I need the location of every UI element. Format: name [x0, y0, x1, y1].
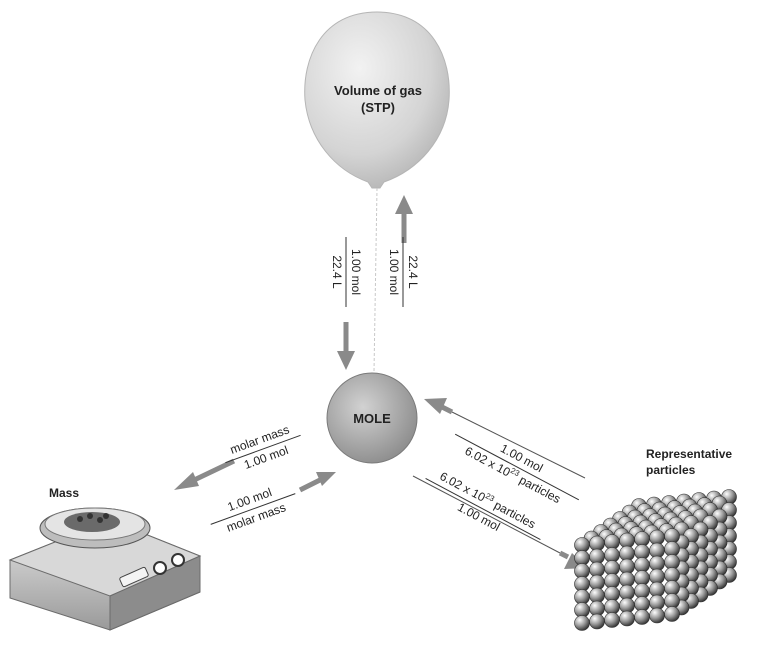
mole-to-mass-arrow: [174, 458, 236, 490]
balloon-label-line1: Volume of gas: [334, 83, 422, 98]
balloon-label-line2: (STP): [361, 100, 395, 115]
mass-to-mole-factor: 1.00 mol molar mass: [210, 485, 296, 535]
particles-to-mole-line: [451, 411, 586, 479]
mole-sphere: MOLE: [326, 372, 418, 464]
gas-to-mole-arrow: [337, 322, 355, 370]
particle-sphere: [589, 613, 605, 630]
particles-to-mole-factor: 1.00 mol 6.02 x 1023 particles: [454, 433, 580, 506]
particle-sphere: [604, 612, 620, 628]
mole-to-gas-arrow: [395, 195, 413, 243]
particles-to-mole-arrow: [424, 398, 454, 415]
particle-cube-illustration: [574, 489, 737, 631]
balloon-string: [373, 187, 378, 373]
particles-label-line2: particles: [646, 463, 696, 477]
gas-to-mole-factor: 1.00 mol 22.4 L: [330, 237, 363, 307]
mole-to-mass-fraction-bar: [225, 434, 301, 464]
balance-scale-illustration: [8, 507, 202, 631]
gas-to-mole-numerator: 1.00 mol: [349, 249, 363, 295]
mole-to-gas-denominator: 1.00 mol: [387, 249, 401, 295]
mole-to-gas-numerator: 22.4 L: [406, 255, 420, 289]
mass-to-mole-arrow: [298, 472, 336, 493]
particle-sphere: [574, 615, 590, 631]
mole-label: MOLE: [353, 411, 391, 426]
balloon-body: [304, 11, 450, 189]
mass-to-mole-fraction-bar: [210, 493, 296, 525]
mass-label: Mass: [49, 486, 79, 500]
particle-sphere: [649, 607, 665, 624]
particle-sphere: [664, 606, 680, 622]
balloon-illustration: Volume of gas (STP): [304, 11, 450, 373]
mole-to-particles-fraction-bar: [425, 478, 541, 540]
particles-to-mole-fraction-bar: [454, 433, 580, 501]
particle-sphere: [634, 609, 650, 625]
mole-to-gas-factor: 22.4 L 1.00 mol: [387, 237, 420, 307]
particle-sphere: [619, 610, 635, 627]
particles-label-line1: Representative: [646, 447, 732, 461]
mole-to-mass-factor: molar mass 1.00 mol: [225, 422, 301, 472]
gas-to-mole-denominator: 22.4 L: [330, 255, 344, 289]
